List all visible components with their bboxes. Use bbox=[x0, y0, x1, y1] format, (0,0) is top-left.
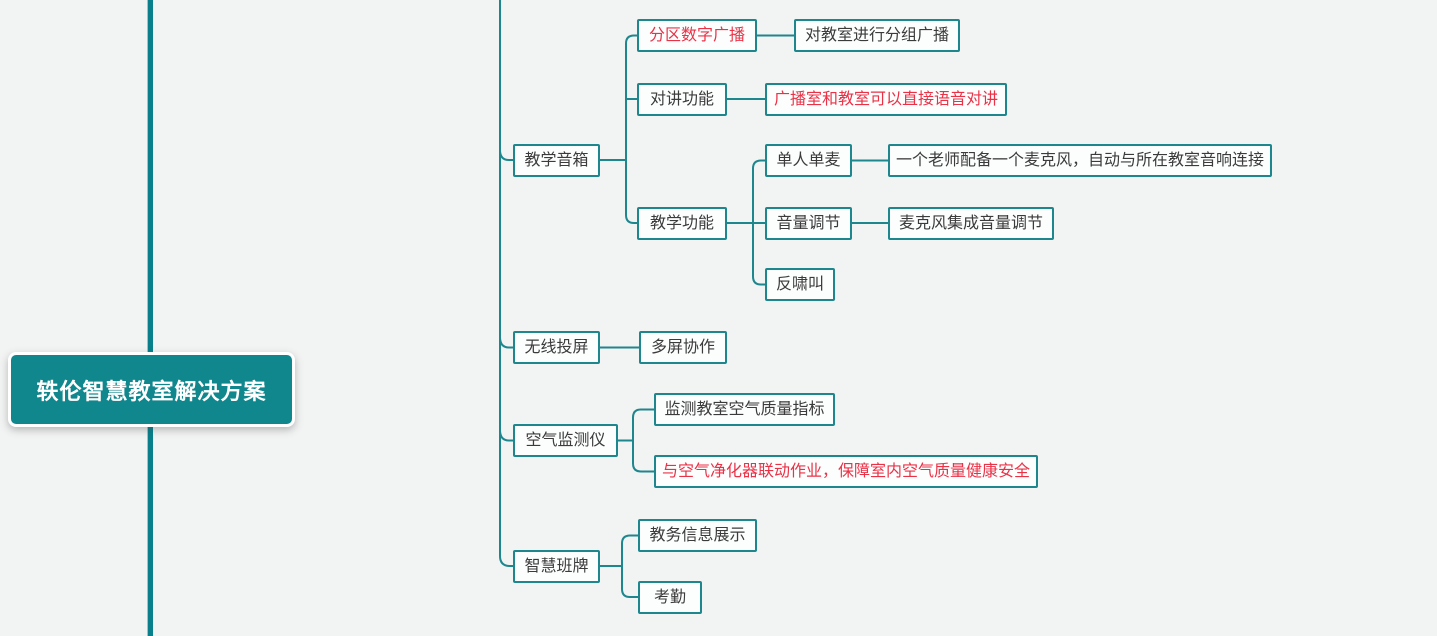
elbow-air-monitor bbox=[499, 429, 514, 442]
spine-level1 bbox=[499, 0, 514, 567]
node-teaching-function[interactable]: 教学功能 bbox=[637, 207, 727, 240]
spine-air-children bbox=[632, 408, 655, 473]
spine-function-children bbox=[752, 159, 766, 286]
elbow-teaching-speaker bbox=[499, 149, 514, 161]
node-volume-detail[interactable]: 麦克风集成音量调节 bbox=[888, 207, 1054, 240]
node-group-broadcast-detail[interactable]: 对教室进行分组广播 bbox=[794, 19, 960, 52]
trunk-vertical-line bbox=[147, 0, 153, 636]
node-intercom-detail[interactable]: 广播室和教室可以直接语音对讲 bbox=[765, 83, 1007, 116]
node-single-mic-detail[interactable]: 一个老师配备一个麦克风，自动与所在教室音响连接 bbox=[888, 144, 1272, 177]
spine-speaker-children bbox=[625, 34, 638, 224]
node-air-purifier-linkage[interactable]: 与空气净化器联动作业，保障室内空气质量健康安全 bbox=[654, 455, 1038, 488]
node-intercom-function[interactable]: 对讲功能 bbox=[637, 83, 727, 116]
spine-sign-children bbox=[621, 534, 639, 598]
node-multi-screen-collab[interactable]: 多屏协作 bbox=[639, 331, 727, 364]
node-anti-howling[interactable]: 反啸叫 bbox=[765, 268, 835, 301]
node-air-monitor[interactable]: 空气监测仪 bbox=[513, 424, 618, 457]
node-smart-class-sign[interactable]: 智慧班牌 bbox=[513, 550, 600, 583]
node-wireless-casting[interactable]: 无线投屏 bbox=[513, 331, 600, 364]
node-single-person-mic[interactable]: 单人单麦 bbox=[765, 144, 852, 177]
node-attendance[interactable]: 考勤 bbox=[638, 581, 702, 614]
root-node[interactable]: 轶伦智慧教室解决方案 bbox=[8, 352, 295, 427]
node-volume-control[interactable]: 音量调节 bbox=[765, 207, 852, 240]
node-air-quality-index[interactable]: 监测教室空气质量指标 bbox=[654, 393, 835, 426]
node-teaching-speaker[interactable]: 教学音箱 bbox=[513, 144, 600, 177]
node-zone-digital-broadcast[interactable]: 分区数字广播 bbox=[637, 19, 757, 52]
node-academic-info-display[interactable]: 教务信息展示 bbox=[638, 519, 757, 552]
elbow-wireless-cast bbox=[499, 336, 514, 349]
